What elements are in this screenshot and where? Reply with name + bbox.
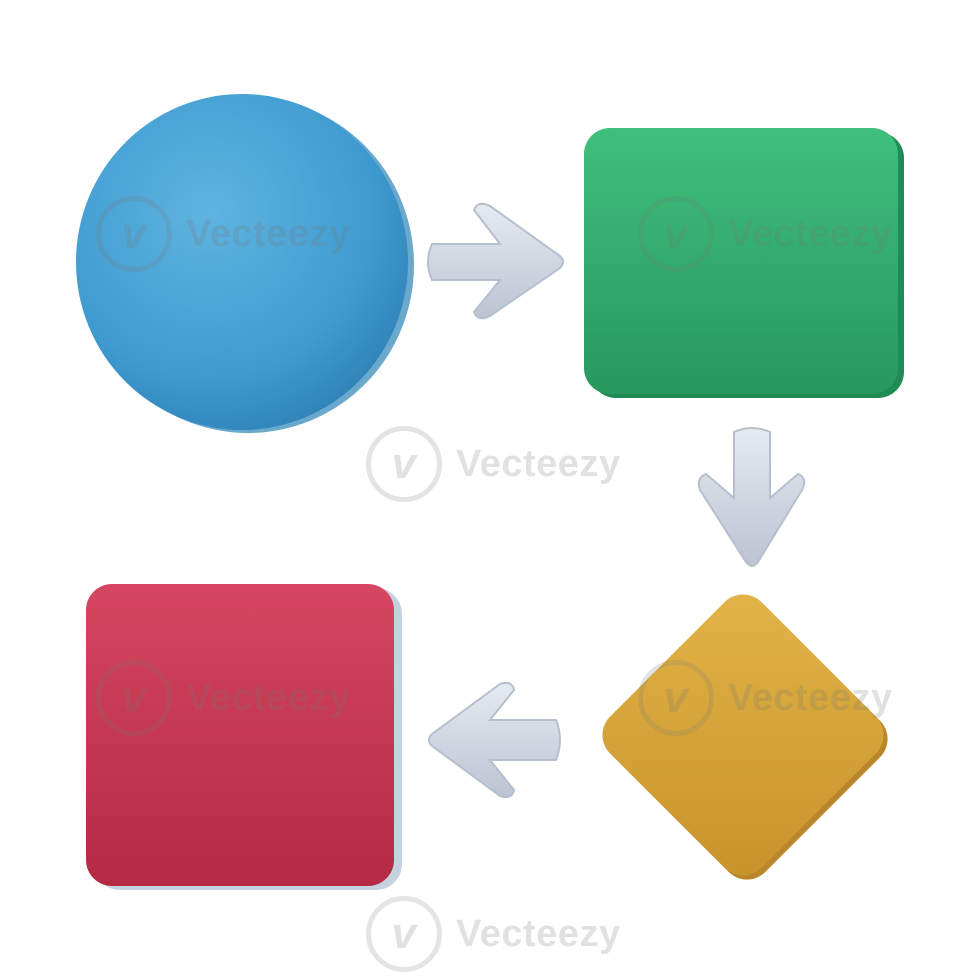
process-node-rectangle <box>584 128 904 398</box>
end-node-rectangle <box>86 584 402 890</box>
decision-node-diamond <box>602 594 888 880</box>
arrow-left-icon <box>428 681 561 799</box>
arrow-down-icon <box>697 427 806 567</box>
arrow-right-icon <box>427 202 564 320</box>
start-node-circle <box>76 94 414 433</box>
